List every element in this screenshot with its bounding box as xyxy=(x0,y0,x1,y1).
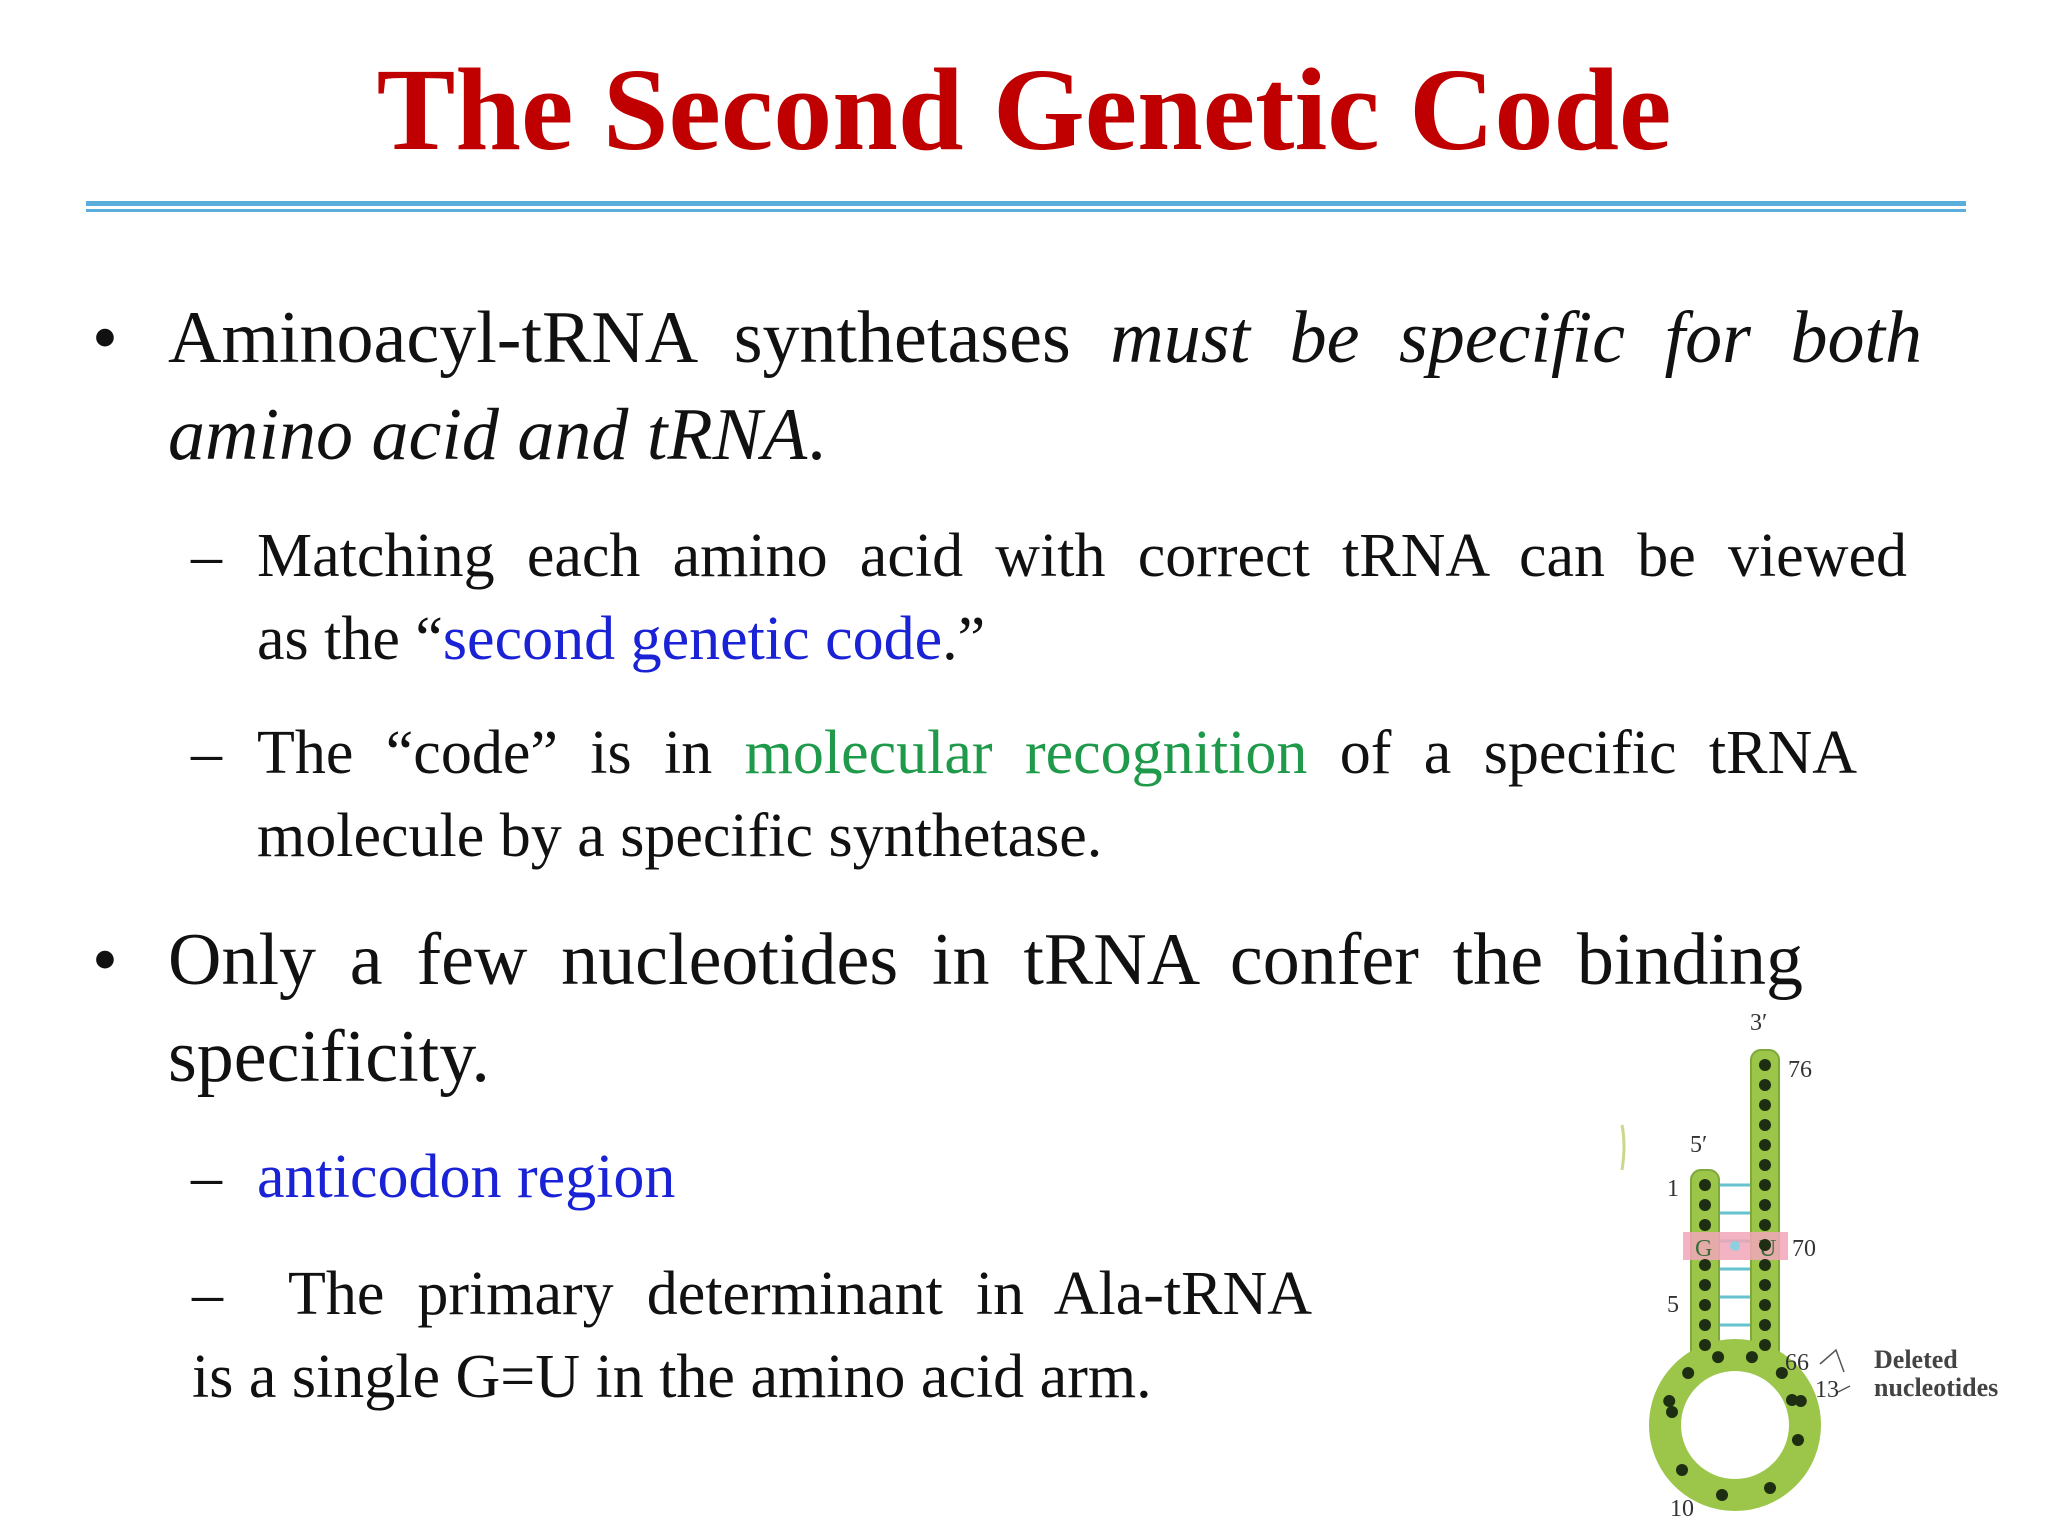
nucleotide-dot xyxy=(1794,1395,1807,1408)
title-divider-top xyxy=(86,201,1966,206)
bullet-line-1: Aminoacyl-tRNA synthetases must be speci… xyxy=(168,297,1923,379)
g-u-wobble-dot xyxy=(1730,1241,1740,1251)
label-13: 13 xyxy=(1815,1377,1839,1403)
sub-line-1: The “code” is in molecular recognition o… xyxy=(257,719,1858,787)
nucleotide-dot xyxy=(1699,1339,1711,1351)
label-76: 76 xyxy=(1788,1057,1812,1083)
nucleotide-dot xyxy=(1792,1434,1804,1446)
nucleotide-dot xyxy=(1682,1366,1695,1379)
bullet-few-nucleotides: • Only a few nucleotides in tRNA confer … xyxy=(92,912,1803,1106)
nucleotide-dot xyxy=(1759,1179,1771,1191)
nucleotide-dot xyxy=(1712,1351,1725,1364)
deleted-bracket-top xyxy=(1819,1348,1845,1373)
nucleotide-dot xyxy=(1759,1259,1771,1271)
label-3-prime: 3′ xyxy=(1750,1010,1767,1036)
nucleotide-dot xyxy=(1663,1395,1676,1408)
ala-trna-acceptor-stem-diagram: G U 3′ 76 5′ 1 70 5 66 13 10 Deleted nuc… xyxy=(1620,1010,1998,1522)
label-5-prime: 5′ xyxy=(1690,1132,1707,1158)
cropped-edge-fragment xyxy=(1620,1124,1626,1171)
nucleotide-dot xyxy=(1759,1319,1771,1331)
dash-mark: – xyxy=(191,1143,222,1211)
highlight-second-genetic-code: second genetic code xyxy=(442,605,943,673)
sub-primary-determinant: – The primary determinant in Ala-tRNA is… xyxy=(192,1253,1312,1419)
nucleotide-dot xyxy=(1759,1059,1771,1071)
label-5: 5 xyxy=(1667,1292,1679,1318)
nucleotide-dot xyxy=(1759,1339,1771,1351)
bullet-mark: • xyxy=(92,297,118,379)
nucleotide-dot xyxy=(1759,1119,1771,1131)
nucleotide-dot xyxy=(1699,1299,1711,1311)
nucleotide-dot xyxy=(1676,1464,1688,1476)
deleted-bracket-bottom xyxy=(1837,1385,1851,1393)
nucleotide-dot xyxy=(1775,1366,1788,1379)
nucleotide-dot xyxy=(1699,1179,1711,1191)
slide-title: The Second Genetic Code xyxy=(376,44,1672,175)
label-66: 66 xyxy=(1785,1350,1809,1376)
sub-line-2: as the “second genetic code.” xyxy=(257,605,986,673)
nucleotide-dots xyxy=(1663,1059,1807,1501)
nucleotide-dot xyxy=(1699,1279,1711,1291)
nucleotide-dot xyxy=(1699,1219,1711,1231)
nucleotide-dot xyxy=(1759,1199,1771,1211)
nucleotide-dot xyxy=(1759,1159,1771,1171)
sub-line-2: molecule by a specific synthetase. xyxy=(257,802,1103,870)
bullet-line-2: specificity. xyxy=(168,1016,490,1098)
deleted-label-line-2: nucleotides xyxy=(1874,1373,1998,1402)
label-70: 70 xyxy=(1792,1236,1816,1262)
sub-molecular-recognition: – The “code” is in molecular recognition… xyxy=(191,712,1858,878)
nucleotide-dot xyxy=(1716,1489,1728,1501)
deleted-label-line-1: Deleted xyxy=(1874,1345,1958,1374)
nucleotide-dot xyxy=(1759,1299,1771,1311)
nucleotide-dot xyxy=(1699,1199,1711,1211)
nucleotide-dot xyxy=(1764,1482,1776,1494)
dash-mark: – xyxy=(192,1260,223,1328)
bullet-mark: • xyxy=(92,919,118,1001)
nucleotide-dot xyxy=(1699,1259,1711,1271)
nucleotide-dot xyxy=(1666,1406,1678,1418)
nucleotide-dot xyxy=(1759,1139,1771,1151)
highlight-anticodon-region: anticodon region xyxy=(257,1143,676,1211)
nucleotide-dot xyxy=(1699,1319,1711,1331)
nucleotide-dot xyxy=(1786,1394,1798,1406)
bullet-line-1: Only a few nucleotides in tRNA confer th… xyxy=(168,919,1803,1001)
label-1: 1 xyxy=(1667,1176,1679,1202)
highlight-molecular-recognition: molecular recognition xyxy=(744,719,1308,787)
nucleotide-dot xyxy=(1759,1079,1771,1091)
sub-second-genetic-code: – Matching each amino acid with correct … xyxy=(191,515,1907,681)
dash-mark: – xyxy=(191,522,222,590)
bullet-synthetase-specificity: • Aminoacyl-tRNA synthetases must be spe… xyxy=(92,290,1923,484)
nucleotide-dot xyxy=(1759,1239,1771,1251)
nucleotide-dot xyxy=(1745,1351,1758,1364)
nucleotide-dot xyxy=(1759,1279,1771,1291)
dash-mark: – xyxy=(191,719,222,787)
sub-line-1: – The primary determinant in Ala-tRNA xyxy=(192,1260,1312,1328)
title-divider-bottom xyxy=(86,209,1966,212)
label-10: 10 xyxy=(1670,1496,1694,1522)
sub-line-2: is a single G=U in the amino acid arm. xyxy=(192,1343,1152,1411)
nucleotide-dot xyxy=(1759,1099,1771,1111)
g-label: G xyxy=(1695,1236,1712,1262)
bullet-line-2: amino acid and tRNA. xyxy=(168,394,826,476)
stem-loop xyxy=(1649,1339,1821,1511)
nucleotide-dot xyxy=(1759,1219,1771,1231)
sub-line-1: Matching each amino acid with correct tR… xyxy=(257,522,1907,590)
sub-anticodon-region: – anticodon region xyxy=(191,1136,1457,1219)
